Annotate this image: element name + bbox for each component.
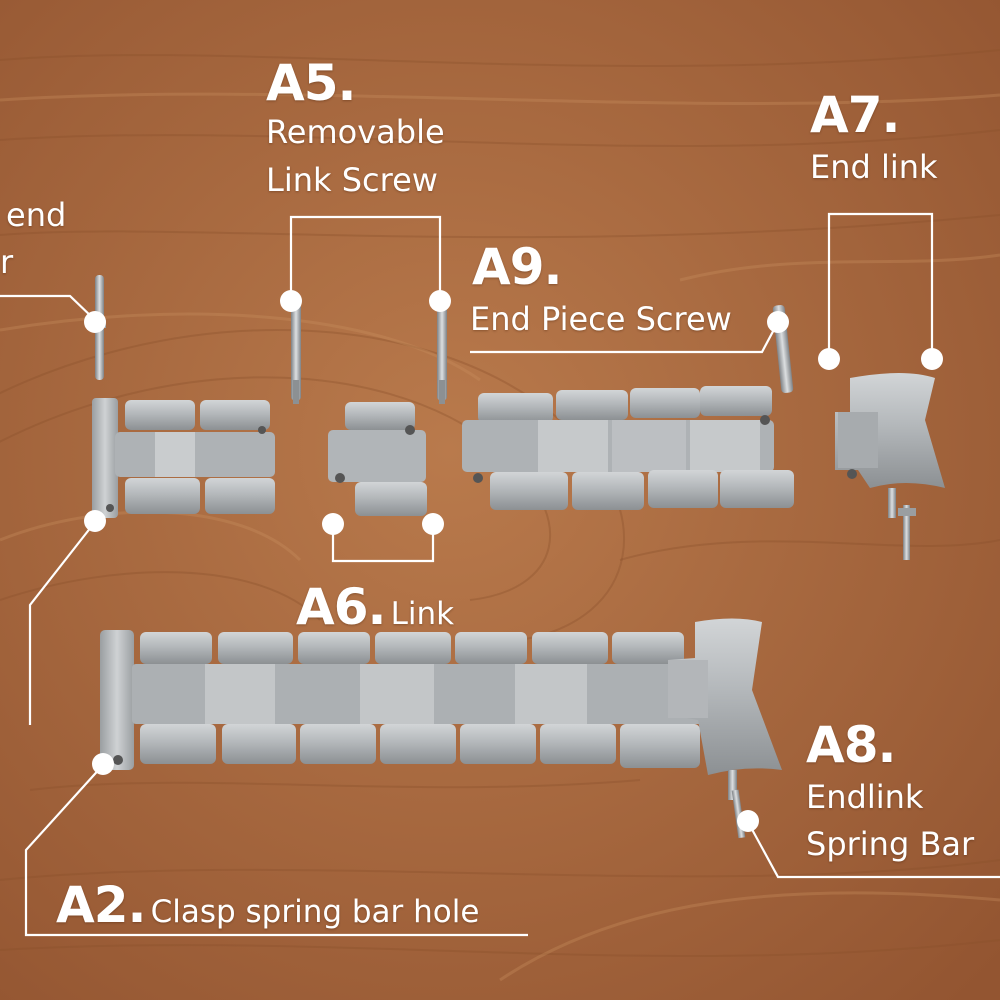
link-screw-right — [437, 295, 447, 404]
callout-dot — [767, 311, 789, 333]
a5-code: A5. — [266, 54, 356, 112]
a2-code: A2. — [56, 876, 146, 934]
callout-dot — [322, 513, 344, 535]
a8-label-line1: Endlink — [806, 778, 924, 816]
callout-dot — [84, 311, 106, 333]
a8-label-line2: Spring Bar — [806, 825, 975, 863]
link-screw-left — [291, 295, 301, 404]
a5-label-line2: Link Screw — [266, 161, 438, 199]
callout-dot — [84, 510, 106, 532]
a9-label: End Piece Screw — [470, 300, 732, 338]
callout-lines — [0, 212, 1000, 937]
callout-dot — [921, 348, 943, 370]
wood-grain-light — [0, 92, 1000, 982]
bracelet-section-middle — [462, 386, 794, 510]
a7-label: End link — [810, 148, 938, 186]
callout-dot — [429, 290, 451, 312]
callout-dot — [280, 290, 302, 312]
a6-label: A6. Link — [296, 582, 454, 633]
a8-code: A8. — [806, 716, 896, 774]
single-link — [328, 402, 427, 516]
bracelet-section-left — [92, 398, 275, 518]
a1-label-line1: end — [6, 196, 67, 234]
callout-dot — [737, 810, 759, 832]
callout-dot — [92, 753, 114, 775]
a2-label: A2. Clasp spring bar hole — [56, 880, 479, 931]
a9-code: A9. — [472, 238, 562, 296]
a2-text: Clasp spring bar hole — [150, 894, 480, 930]
a6-code: A6. — [296, 578, 386, 636]
end-link-piece — [835, 373, 945, 560]
a5-label-line1: Removable — [266, 113, 445, 151]
a7-code: A7. — [810, 86, 900, 144]
callout-dots — [84, 290, 943, 832]
wood-grain — [0, 49, 1000, 958]
a6-text: Link — [390, 596, 455, 632]
a1-label-line2: r — [0, 243, 14, 281]
callout-dot — [818, 348, 840, 370]
long-bracelet — [100, 618, 782, 839]
callout-dot — [422, 513, 444, 535]
